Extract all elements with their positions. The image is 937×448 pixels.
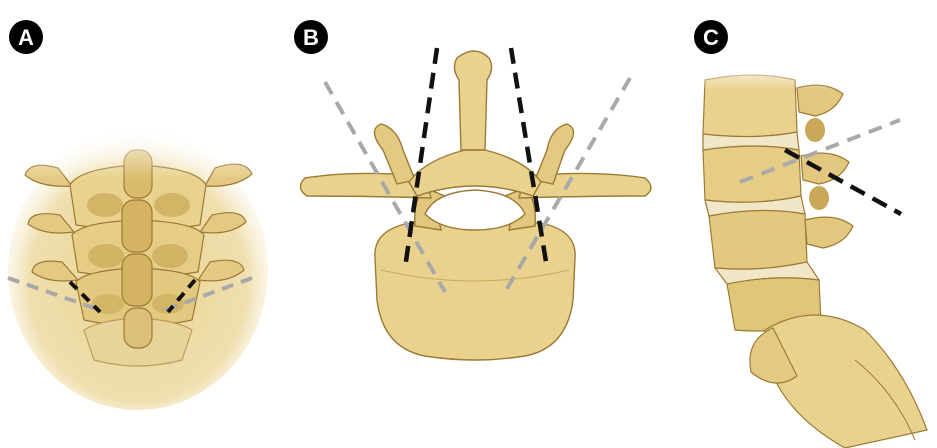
svg-text:C: C [703,25,719,50]
panel-c-figure: C [665,0,937,448]
panel-b: B [285,0,665,448]
panel-c-badge: C [694,20,728,54]
panel-c-top-fade [665,60,937,90]
panel-a-badge: A [9,20,43,54]
svg-text:A: A [18,25,34,50]
svg-text:B: B [303,25,319,50]
lateral-lumbar-spine [703,75,927,448]
panel-b-badge: B [294,20,328,54]
panel-c: C [665,0,937,448]
panel-a-top-fade [0,120,300,180]
panel-b-figure: B [285,0,665,448]
panel-a: A [0,0,300,448]
panel-a-figure: A [0,0,300,448]
axial-vertebra [300,51,651,360]
